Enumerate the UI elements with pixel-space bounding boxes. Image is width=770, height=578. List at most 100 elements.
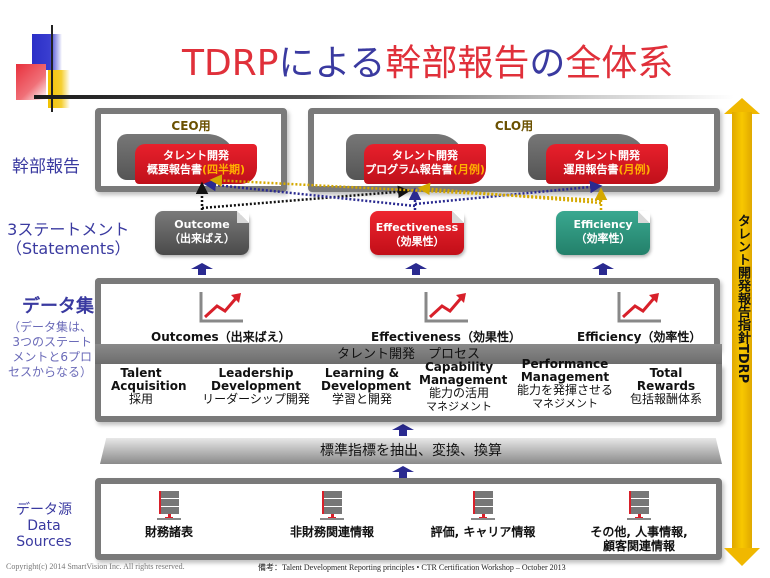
process-jp: マネジメント bbox=[532, 397, 598, 410]
process-performance-management: Performance Management 能力を発揮させる マネジメント bbox=[513, 357, 617, 411]
label-data-set-note: （データ集は、 3つのステート メントと6プロ セスからなる） bbox=[4, 320, 92, 380]
footnote-text: 備考：Talent Development Reporting principl… bbox=[258, 563, 566, 572]
statement-en: Efficiency bbox=[573, 218, 633, 231]
process-talent-acquisition: Talent Acquisition 採用 bbox=[111, 366, 187, 406]
copyright-text: Copyright(c) 2014 SmartVision Inc. All r… bbox=[6, 562, 185, 571]
process-en: Development bbox=[211, 379, 301, 393]
database-server-icon bbox=[157, 491, 181, 520]
source-label: 評価, キャリア情報 bbox=[430, 525, 536, 539]
up-arrow-icon bbox=[392, 424, 414, 436]
process-en: Total bbox=[649, 366, 683, 380]
report-operations: タレント開発 運用報告書(月例) bbox=[528, 134, 668, 184]
source-other-hr-customer: その他, 人事情報, 顧客関連情報 bbox=[579, 490, 699, 553]
data-set-note-line: セスからなる） bbox=[7, 365, 92, 379]
metric-label: Effectiveness（効果性） bbox=[371, 330, 521, 344]
connector-outcome-to-program bbox=[201, 185, 411, 210]
title-part-tdrp: TDRP bbox=[182, 43, 279, 84]
process-total-rewards: Total Rewards 包括報酬体系 bbox=[621, 367, 711, 406]
up-arrow-icon bbox=[191, 263, 213, 275]
process-en: Performance bbox=[521, 357, 609, 371]
title-part-niyoru: による bbox=[278, 43, 386, 84]
label-data-set: データ集 bbox=[22, 296, 94, 317]
process-jp: リーダーシップ開発 bbox=[202, 392, 310, 406]
metric-efficiency: Efficiency（効率性） bbox=[577, 290, 701, 345]
ceo-panel-header: CEO用 bbox=[171, 119, 211, 133]
statement-en: Outcome bbox=[174, 218, 230, 231]
title-part-system: 全体系 bbox=[565, 43, 674, 84]
process-en: Capability bbox=[424, 360, 494, 374]
up-arrow-icon bbox=[392, 466, 414, 478]
report-program-card: タレント開発 プログラム報告書(月例) bbox=[364, 144, 486, 184]
process-capability-management: Capability Management 能力の活用 マネジメント bbox=[419, 360, 508, 414]
report-name: プログラム報告書 bbox=[365, 163, 453, 176]
data-set-note-line: （データ集は、 bbox=[7, 320, 92, 334]
tdrp-arrow-head-down-icon bbox=[724, 548, 760, 566]
metric-effectiveness: Effectiveness（効果性） bbox=[371, 290, 521, 345]
up-arrow-icon bbox=[405, 263, 427, 275]
report-period: (四半期) bbox=[201, 163, 246, 176]
report-summary-card: タレント開発 概要報告書(四半期) bbox=[135, 144, 257, 184]
process-jp: マネジメント bbox=[426, 400, 492, 413]
title-part-exec-report: 幹部報告 bbox=[385, 43, 530, 84]
statement-jp: （効率性） bbox=[575, 232, 631, 245]
process-panel-inner: Talent Acquisition 採用 Leadership Develop… bbox=[101, 358, 716, 416]
process-en: Development bbox=[321, 379, 411, 393]
process-en: Leadership bbox=[218, 366, 294, 380]
decorative-red-square bbox=[16, 64, 46, 100]
report-title-line2: プログラム報告書(月例) bbox=[364, 163, 486, 177]
tdrp-arrow-bar bbox=[732, 112, 752, 550]
data-set-note-line: 3つのステート bbox=[12, 335, 92, 349]
label-statements: 3ステートメント （Statements） bbox=[6, 220, 131, 258]
title-part-no: の bbox=[529, 43, 566, 84]
metric-label: Outcomes（出来ばえ） bbox=[151, 330, 291, 344]
page-title: TDRPによる幹部報告の全体系 bbox=[182, 34, 673, 86]
report-period: (月例) bbox=[452, 163, 485, 176]
page-fold-corner bbox=[237, 211, 249, 223]
process-jp: 能力を発揮させる bbox=[516, 383, 613, 397]
process-header: タレント開発 プロセス bbox=[95, 344, 722, 366]
label-data-source-jp: データ源 bbox=[16, 502, 72, 518]
statement-effectiveness: Effectiveness （効果性） bbox=[370, 211, 464, 255]
metric-outcomes: Outcomes（出来ばえ） bbox=[151, 290, 291, 345]
title-underline bbox=[34, 95, 734, 99]
data-set-panel: Outcomes（出来ばえ） Effectiveness（効果性） Effici… bbox=[95, 278, 720, 350]
process-leadership-development: Leadership Development リーダーシップ開発 bbox=[191, 367, 321, 406]
statement-en: Effectiveness bbox=[375, 221, 459, 234]
label-data-sources: データ源 Data Sources bbox=[16, 502, 72, 550]
transform-band: 標準指標を抽出、変換、換算 bbox=[100, 438, 722, 464]
source-label: 非財務関連情報 bbox=[289, 525, 374, 539]
process-panel: Talent Acquisition 採用 Leadership Develop… bbox=[95, 358, 722, 422]
metric-label: Efficiency（効率性） bbox=[577, 330, 702, 344]
process-jp: 学習と開発 bbox=[331, 392, 392, 406]
statement-jp: （出来ばえ） bbox=[169, 232, 235, 245]
report-title-line1: タレント開発 bbox=[392, 149, 458, 162]
page-fold-corner bbox=[638, 211, 650, 223]
report-title-line1: タレント開発 bbox=[163, 149, 229, 162]
decorative-vertical-line bbox=[51, 25, 53, 112]
process-jp: 包括報酬体系 bbox=[629, 392, 702, 406]
clo-report-panel: CLO用 タレント開発 プログラム報告書(月例) タレント開発 運用報告書(月例… bbox=[308, 108, 720, 192]
page-fold-corner bbox=[452, 211, 464, 223]
source-label: 顧客関連情報 bbox=[602, 539, 675, 553]
source-label: その他, 人事情報, bbox=[590, 525, 688, 539]
source-label: 財務諸表 bbox=[144, 525, 193, 539]
process-en: Talent bbox=[120, 366, 162, 380]
label-statements-en: （Statements） bbox=[6, 239, 131, 258]
process-en: Management bbox=[419, 373, 508, 387]
database-server-icon bbox=[471, 491, 495, 520]
ceo-report-panel: CEO用 タレント開発 概要報告書(四半期) bbox=[95, 108, 287, 192]
statement-jp: （効果性） bbox=[389, 235, 445, 248]
label-executive-reports: 幹部報告 bbox=[12, 157, 80, 177]
report-period: (月例) bbox=[618, 163, 651, 176]
tdrp-arrow-head-up-icon bbox=[724, 98, 760, 114]
source-evaluation-career: 評価, キャリア情報 bbox=[423, 490, 543, 539]
process-jp: 能力の活用 bbox=[428, 386, 489, 400]
trend-chart-icon bbox=[424, 292, 468, 323]
label-data-source-en1: Data bbox=[27, 518, 61, 534]
up-arrow-icon bbox=[592, 263, 614, 275]
trend-chart-icon bbox=[617, 292, 662, 323]
database-server-icon bbox=[627, 491, 651, 520]
source-financial-statements: 財務諸表 bbox=[129, 490, 209, 539]
process-en: Learning & bbox=[324, 366, 400, 380]
source-non-financial: 非財務関連情報 bbox=[277, 490, 387, 539]
